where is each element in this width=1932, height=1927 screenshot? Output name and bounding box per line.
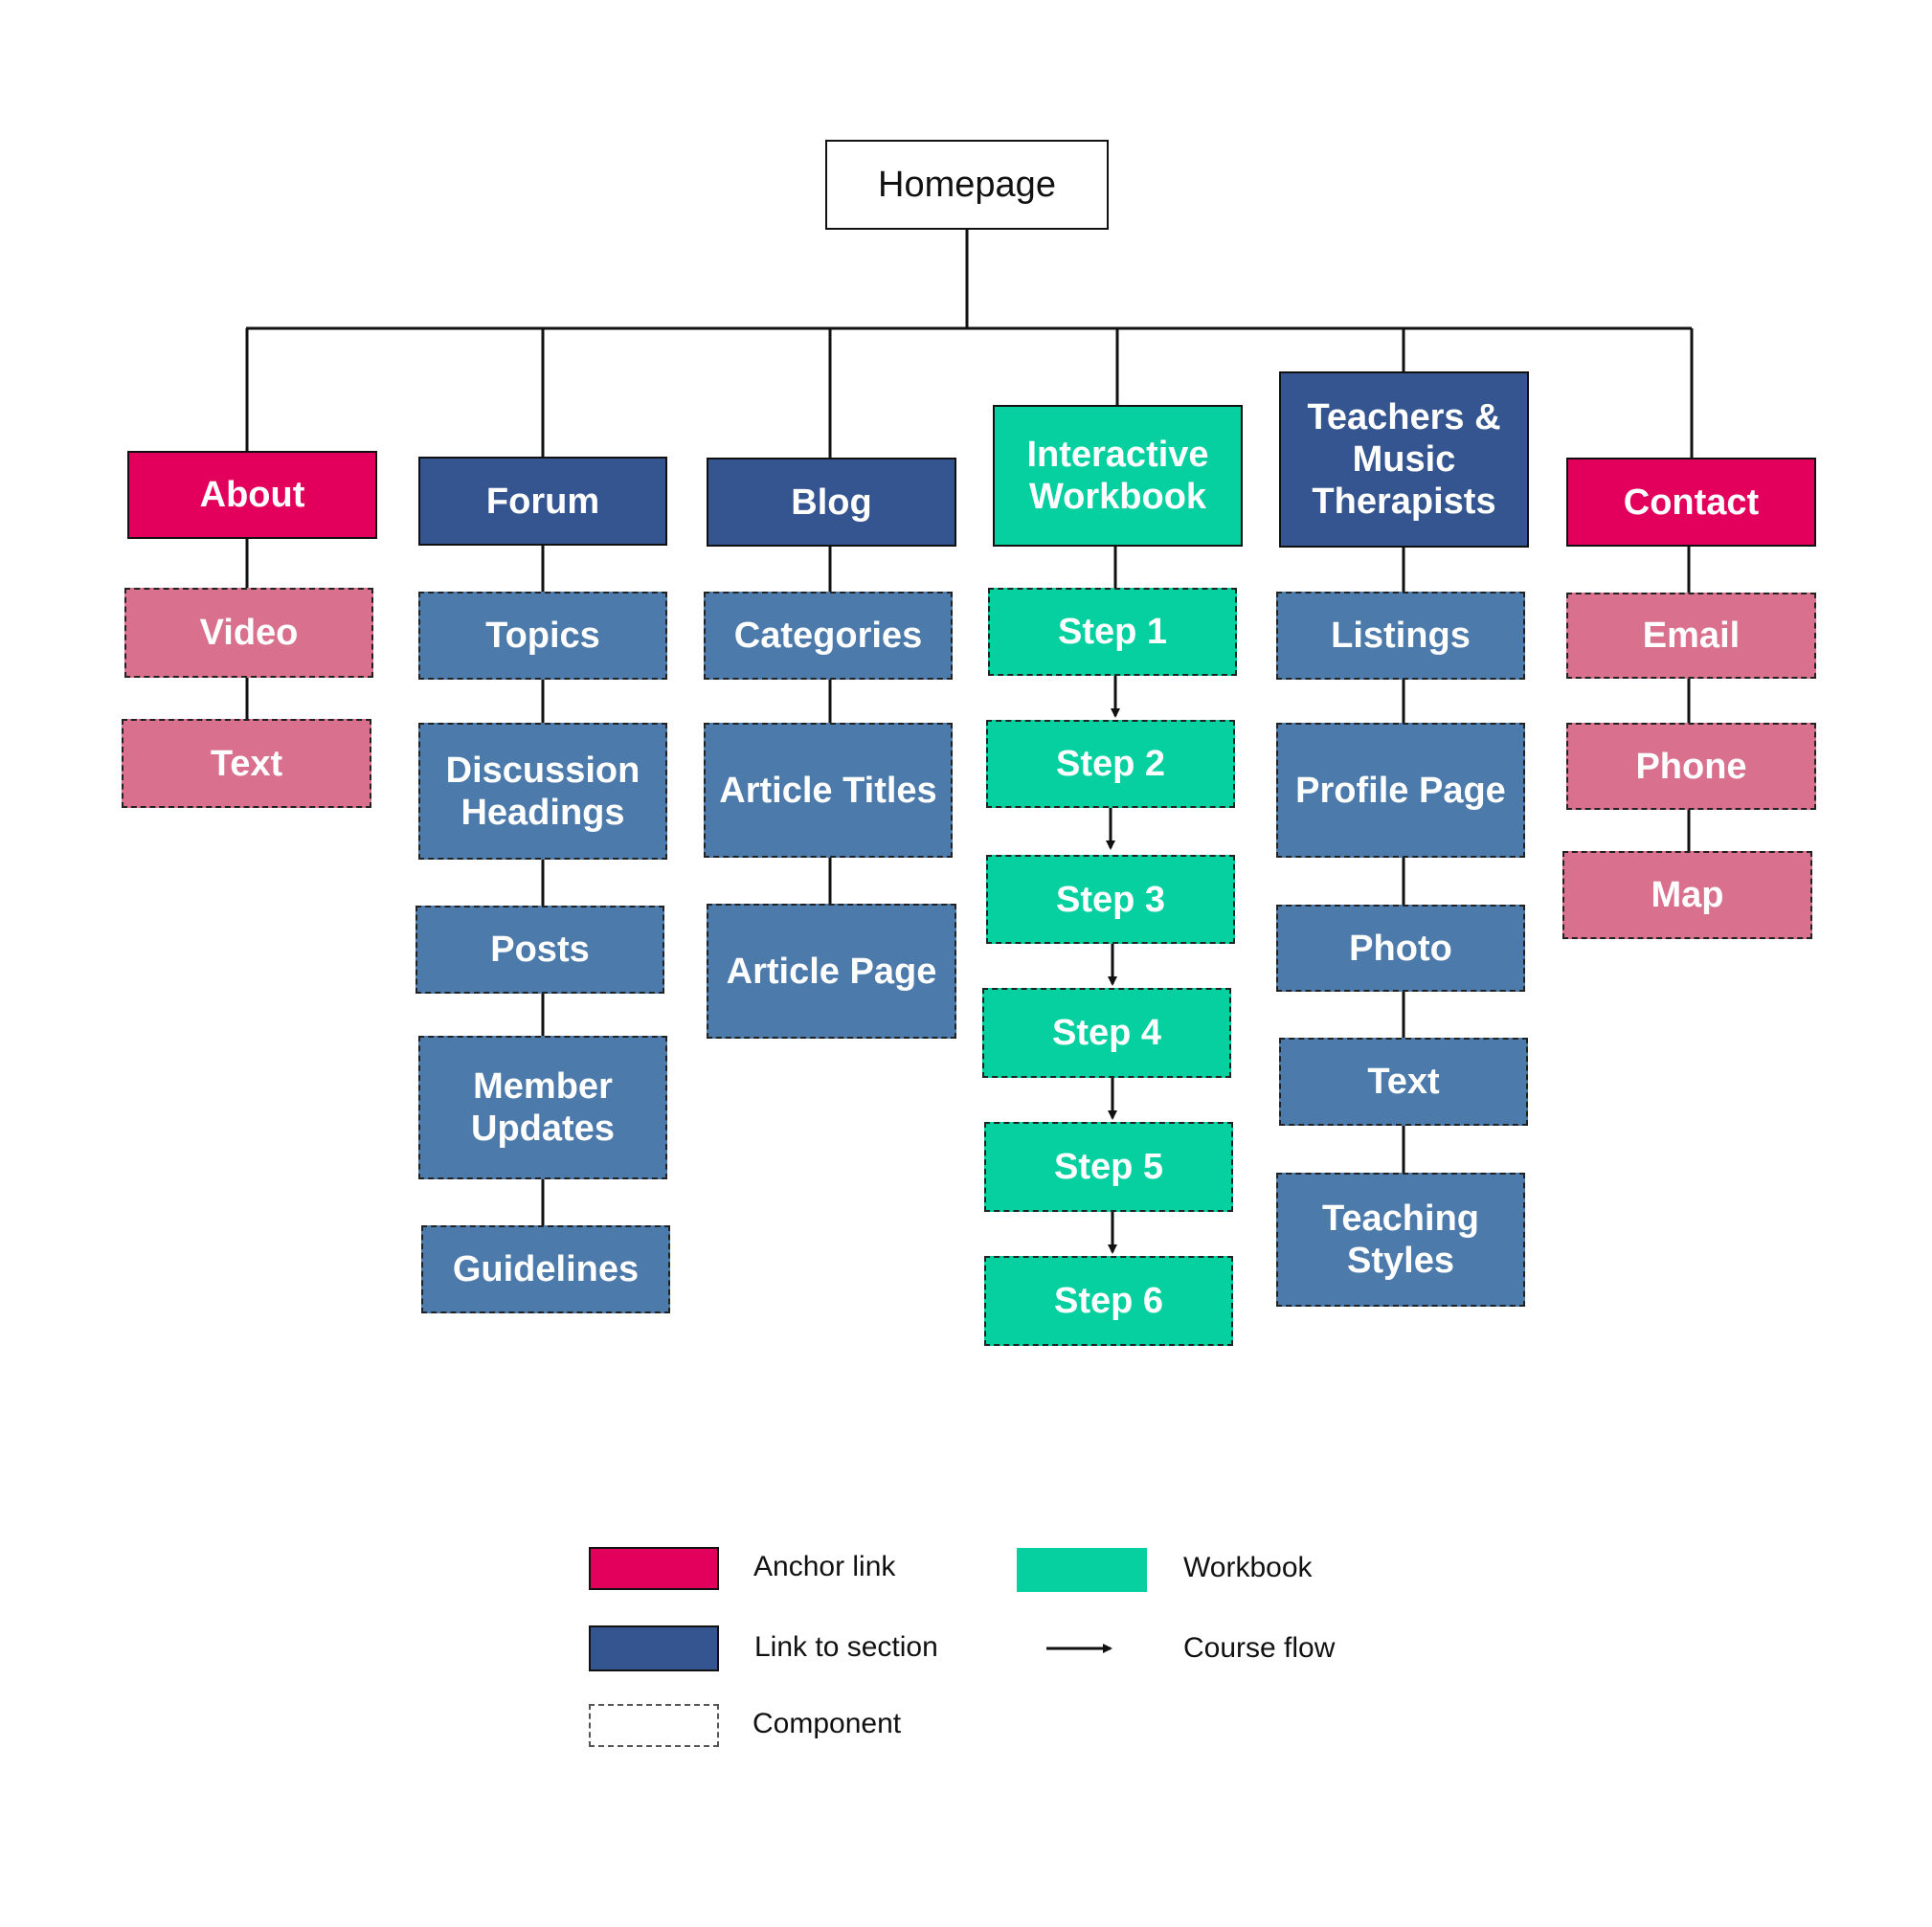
posts-component[interactable]: Posts: [416, 906, 664, 994]
article-titles-label: Article Titles: [719, 770, 937, 811]
video-component[interactable]: Video: [124, 588, 373, 678]
step-2-component[interactable]: Step 2: [986, 720, 1235, 808]
forum-node[interactable]: Forum: [418, 457, 667, 546]
legend-section-label: Link to section: [754, 1631, 938, 1663]
legend-component-label: Component: [753, 1708, 902, 1739]
interactive-workbook-label: Interactive Workbook: [1026, 435, 1209, 517]
homepage-label: Homepage: [878, 165, 1056, 205]
step-3-component[interactable]: Step 3: [986, 855, 1235, 944]
photo-component[interactable]: Photo: [1276, 905, 1525, 992]
about-node[interactable]: About: [127, 451, 377, 539]
listings-component[interactable]: Listings: [1276, 592, 1525, 680]
article-page-label: Article Page: [726, 951, 937, 992]
blog-label: Blog: [791, 482, 872, 523]
article-page-component[interactable]: Article Page: [707, 904, 956, 1039]
step-1-label: Step 1: [1057, 612, 1168, 652]
interactive-workbook-node[interactable]: Interactive Workbook: [993, 405, 1243, 547]
step-4-component[interactable]: Step 4: [982, 988, 1231, 1078]
guidelines-label: Guidelines: [452, 1249, 640, 1289]
map-label: Map: [1651, 875, 1724, 915]
legend-anchor-swatch: [589, 1547, 719, 1590]
phone-label: Phone: [1635, 746, 1747, 787]
topics-component[interactable]: Topics: [418, 592, 667, 680]
step-5-component[interactable]: Step 5: [984, 1122, 1233, 1212]
guidelines-component[interactable]: Guidelines: [421, 1225, 670, 1313]
about-text-component[interactable]: Text: [122, 719, 371, 808]
step-1-component[interactable]: Step 1: [988, 588, 1237, 676]
member-updates-label: Member Updates: [471, 1066, 615, 1149]
legend-course-flow-label: Course flow: [1183, 1632, 1336, 1664]
legend-workbook-swatch: [1017, 1548, 1147, 1592]
teaching-styles-component[interactable]: Teaching Styles: [1276, 1173, 1525, 1307]
posts-label: Posts: [490, 930, 590, 970]
contact-node[interactable]: Contact: [1566, 458, 1816, 547]
email-label: Email: [1642, 616, 1741, 656]
phone-component[interactable]: Phone: [1566, 723, 1816, 810]
step-6-label: Step 6: [1053, 1281, 1164, 1321]
contact-label: Contact: [1623, 482, 1760, 523]
profile-page-label: Profile Page: [1295, 770, 1506, 811]
legend-workbook-label: Workbook: [1183, 1552, 1313, 1583]
email-component[interactable]: Email: [1566, 593, 1816, 679]
legend-component-swatch: [589, 1704, 719, 1747]
photo-label: Photo: [1349, 928, 1452, 969]
step-4-label: Step 4: [1051, 1013, 1162, 1053]
categories-label: Categories: [733, 616, 923, 656]
about-text-label: Text: [210, 743, 283, 784]
homepage-node[interactable]: Homepage: [825, 140, 1109, 230]
discussion-headings-component[interactable]: Discussion Headings: [418, 723, 667, 860]
teachers-node[interactable]: Teachers & Music Therapists: [1279, 371, 1529, 548]
teaching-styles-label: Teaching Styles: [1322, 1199, 1479, 1281]
discussion-headings-label: Discussion Headings: [445, 750, 640, 833]
step-2-label: Step 2: [1055, 744, 1166, 784]
topics-label: Topics: [485, 616, 600, 656]
teachers-label: Teachers & Music Therapists: [1307, 397, 1501, 522]
step-5-label: Step 5: [1053, 1147, 1164, 1187]
teachers-text-component[interactable]: Text: [1279, 1038, 1528, 1126]
forum-label: Forum: [485, 481, 600, 522]
member-updates-component[interactable]: Member Updates: [418, 1036, 667, 1179]
teachers-text-label: Text: [1367, 1062, 1440, 1102]
listings-label: Listings: [1331, 616, 1471, 656]
profile-page-component[interactable]: Profile Page: [1276, 723, 1525, 858]
step-6-component[interactable]: Step 6: [984, 1256, 1233, 1346]
video-label: Video: [199, 613, 299, 653]
article-titles-component[interactable]: Article Titles: [704, 723, 953, 858]
legend-anchor-label: Anchor link: [753, 1551, 896, 1582]
about-label: About: [199, 475, 305, 515]
map-component[interactable]: Map: [1562, 851, 1812, 939]
step-3-label: Step 3: [1055, 879, 1166, 920]
blog-node[interactable]: Blog: [707, 458, 956, 547]
categories-component[interactable]: Categories: [704, 592, 953, 680]
legend-section-swatch: [589, 1625, 719, 1671]
